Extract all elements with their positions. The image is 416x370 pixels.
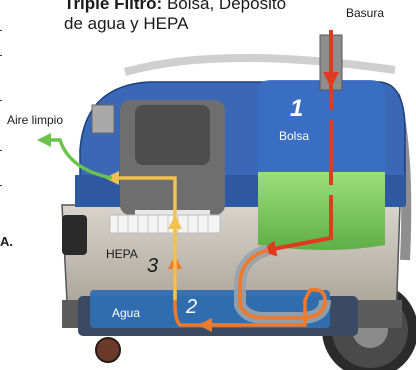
label-aire-limpio: Aire limpio (7, 113, 64, 127)
bag-filter (258, 80, 385, 175)
label-hepa: HEPA (106, 247, 138, 261)
label-basura: Basura (346, 6, 385, 20)
hepa-filter (109, 214, 221, 234)
title-rest: Bolsa, Depósito (162, 0, 287, 13)
orange-flow (168, 248, 327, 327)
title-bold: Triple Filtro: (64, 0, 163, 13)
title-line2: de agua y HEPA (64, 14, 189, 33)
yellow-flow (105, 171, 177, 300)
stage-number-1: 1 (290, 95, 304, 122)
label-bolsa: Bolsa (279, 129, 310, 143)
edge-mark (0, 150, 2, 151)
stage-number-3: 3 (147, 255, 159, 277)
stage-number-2: 2 (186, 296, 198, 318)
edge-mark (0, 30, 2, 31)
edge-mark (0, 100, 2, 101)
edge-mark (0, 55, 2, 56)
edge-mark (0, 185, 2, 186)
label-agua: Agua (112, 306, 141, 320)
green-flow (37, 133, 113, 180)
rear-wheel (95, 337, 121, 363)
edge-letter: A. (0, 234, 13, 249)
